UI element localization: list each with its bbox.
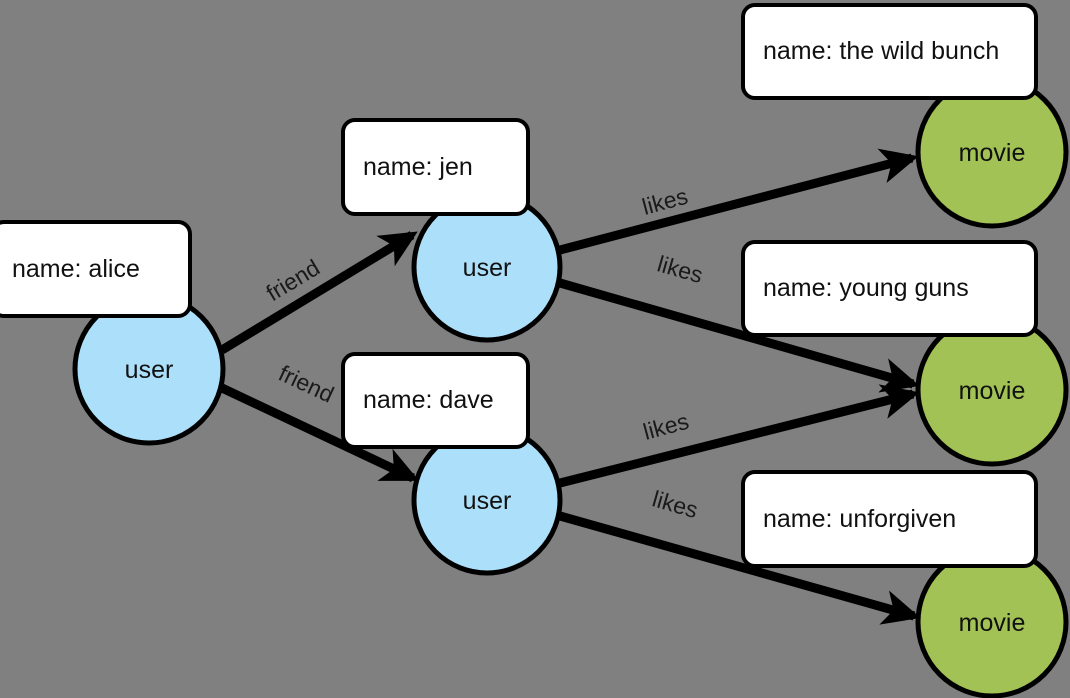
node-type-label: user (125, 356, 174, 384)
node-type-label: user (463, 254, 512, 282)
node-type-label: user (463, 487, 512, 515)
node-property-box[interactable]: name: alice (0, 220, 192, 318)
node-property-box[interactable]: name: young guns (741, 240, 1038, 337)
nodes-group: user user user movie movie movie (72, 75, 1069, 698)
graph-edge[interactable] (558, 511, 921, 625)
node-type-label: movie (959, 377, 1026, 405)
node-property-text: name: jen (363, 152, 473, 181)
node-property-box[interactable]: name: unforgiven (741, 470, 1038, 568)
graph-edge[interactable] (558, 278, 920, 393)
node-property-text: name: dave (363, 386, 494, 414)
node-property-text: name: alice (12, 254, 140, 283)
node-property-text: name: the wild bunch (763, 37, 1000, 65)
node-type-label: movie (959, 139, 1026, 167)
node-property-box[interactable]: name: the wild bunch (741, 3, 1038, 100)
graph-edge[interactable] (558, 384, 920, 488)
node-property-text: name: young guns (763, 274, 969, 302)
node-property-box[interactable]: name: dave (341, 352, 530, 449)
graph-edge[interactable] (558, 148, 919, 255)
node-property-box[interactable]: name: jen (341, 118, 530, 216)
edges-group (219, 148, 921, 625)
node-property-text: name: unforgiven (763, 504, 957, 533)
edge-label: likes (655, 250, 706, 288)
graph-edge[interactable] (219, 231, 418, 354)
graph-edge[interactable] (220, 383, 420, 483)
edge-label: likes (640, 408, 691, 445)
node-type-label: movie (959, 609, 1026, 637)
edge-label: likes (650, 485, 701, 523)
edge-label: friend (275, 360, 338, 408)
